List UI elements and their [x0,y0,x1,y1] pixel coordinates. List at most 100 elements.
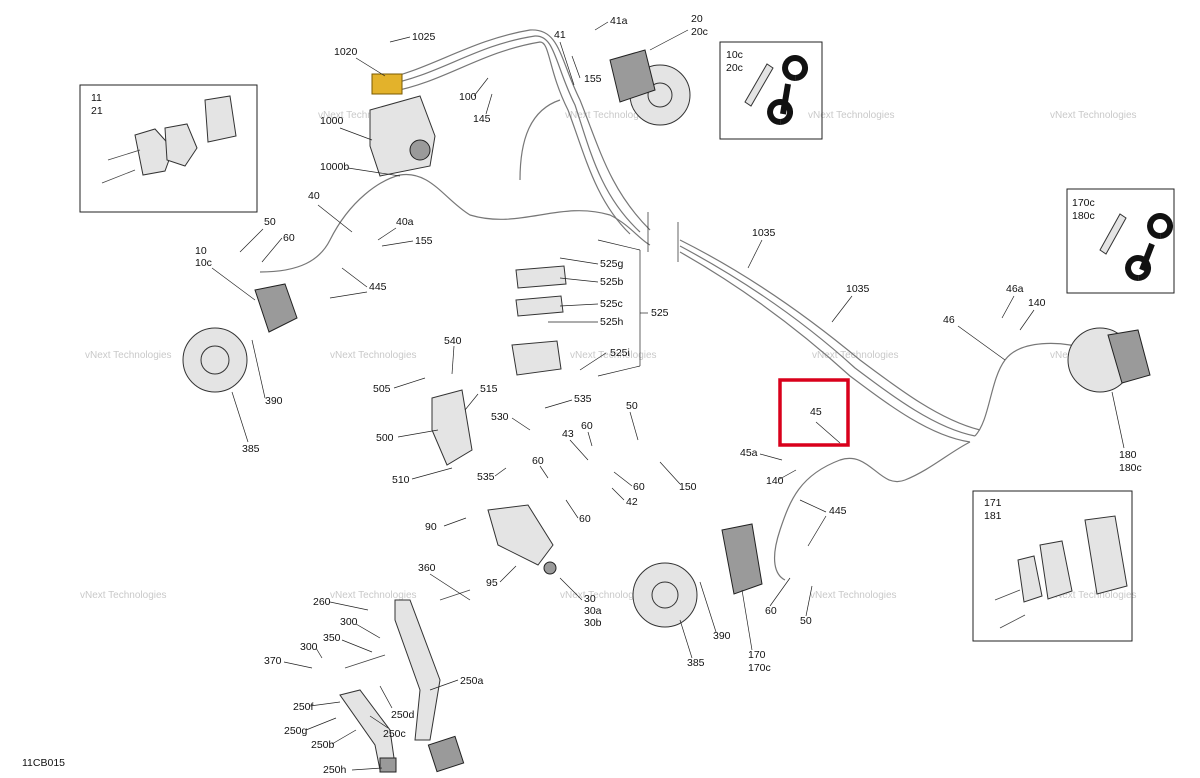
bracket [431,389,473,466]
callout: 41a [610,15,628,27]
callout: 540 [444,335,462,347]
callout: 20c [726,62,743,74]
callout: 60 [579,513,591,525]
callout: 250d [391,709,415,721]
callout: 181 [984,510,1002,522]
watermark: vNext Technologies [808,110,895,121]
watermark: vNext Technologies [1050,590,1137,601]
callout: 370 [264,655,282,667]
callout: 90 [425,521,437,533]
callout: 525g [600,258,624,270]
callout: 60 [765,605,777,617]
inset-brake-pads-rear: 171 181 [972,490,1133,642]
callout: 60 [532,455,544,467]
callout: 385 [242,443,260,455]
callout: 180c [1119,462,1142,474]
callout: 20 [691,13,703,25]
callout: 95 [486,577,498,589]
diagram-code: 11CB015 [22,757,65,769]
callout: 390 [713,630,731,642]
callout: 535 [477,471,495,483]
watermark: vNext Technologies [570,350,657,361]
callout: 170 [748,649,766,661]
callout: 525i [610,347,630,359]
callout: 46 [943,314,955,326]
callout: 525 [651,307,669,319]
callout-labels: 1025 1020 1000 1000b 41 41a 20 20c 155 1… [195,13,1142,776]
callout: 100 [459,91,477,103]
callout: 40 [308,190,320,202]
callout: 140 [1028,297,1046,309]
callout: 250b [311,739,335,751]
callout: 180 [1119,449,1137,461]
callout: 170c [1072,197,1095,209]
callout: 260 [313,596,331,608]
callout: 525b [600,276,624,288]
callout: 170c [748,662,771,674]
callout: 1035 [752,227,776,239]
callout: 60 [633,481,645,493]
callout: 525h [600,316,624,328]
callout: 155 [415,235,433,247]
callout: 1000b [320,161,349,173]
callout: 21 [91,105,103,117]
callout: 1000 [320,115,344,127]
callout: 155 [584,73,602,85]
callout-highlighted: 45 [810,406,822,418]
leader-lines [211,21,1125,771]
watermark: vNext Technologies [330,350,417,361]
callout: 530 [491,411,509,423]
callout: 41 [554,29,566,41]
callout: 445 [829,505,847,517]
callout: 20c [691,26,708,38]
callout: 50 [264,216,276,228]
callout: 40a [396,216,414,228]
inset-bleeder-10c-20c: 10c 20c [719,41,823,140]
callout: 300 [340,616,358,628]
watermark: vNext Technologies [80,590,167,601]
rear-left-disc [632,523,763,628]
callout: 60 [283,232,295,244]
callout: 250h [323,764,347,776]
callout: 250f [293,701,314,713]
callout: 60 [581,420,593,432]
callout: 45a [740,447,758,459]
callout: 30a [584,605,602,617]
callout: 10 [195,245,207,257]
watermark: vNext Technologies [330,590,417,601]
callout: 350 [323,632,341,644]
watermark: vNext Technologies [1050,110,1137,121]
callout: 250g [284,725,308,737]
callout: 46a [1006,283,1024,295]
callout: 535 [574,393,592,405]
callout: 510 [392,474,410,486]
callout: 250c [383,728,406,740]
callout: 390 [265,395,283,407]
callout: 505 [373,383,391,395]
callout: 171 [984,497,1002,509]
callout: 140 [766,475,784,487]
watermark: vNext Technologies [560,590,647,601]
front-right-disc [609,49,691,126]
brake-lines [259,29,1091,581]
callout: 43 [562,428,574,440]
highlight-box [778,378,850,447]
callout: 11 [91,92,102,104]
watermark: vNext Technologies [810,590,897,601]
callout: 1020 [334,46,358,58]
callout: 250a [460,675,484,687]
callout: 50 [800,615,812,627]
pedal-assembly [339,589,471,773]
watermark: vNext Technologies [565,110,652,121]
callout: 50 [626,400,638,412]
callout: 30 [584,593,596,605]
inset-bleeder-170c-180c: 170c 180c [1066,188,1175,294]
callout: 10c [195,257,212,269]
callout: 10c [726,49,743,61]
callout: 300 [300,641,318,653]
watermark: vNext Technologies [318,110,405,121]
callout: 145 [473,113,491,125]
callout: 150 [679,481,697,493]
front-left-disc [182,283,298,393]
